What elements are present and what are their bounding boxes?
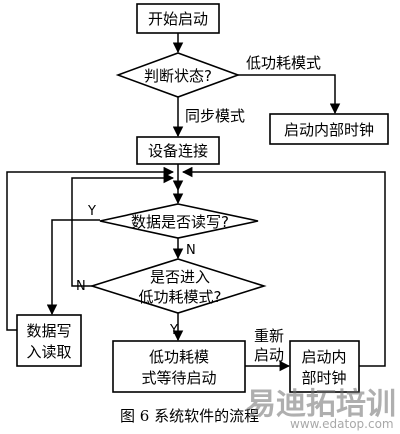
edge-label-restart-2: 启动 — [254, 346, 284, 364]
edge-clock2-loop — [181, 166, 386, 367]
node-judge-state: 判断状态? — [115, 52, 241, 98]
node-internal-clock-2: 启动内 部时钟 — [289, 340, 360, 393]
node-enter-low-power-label-2: 低功耗模式? — [139, 288, 222, 306]
edge-lowpower-no — [71, 172, 175, 287]
node-low-power-wait-label-1: 低功耗模 — [149, 348, 209, 366]
edge-label-yes: Y — [87, 204, 96, 219]
node-data-write: 数据写 入读取 — [16, 314, 82, 367]
node-judge-state-label: 判断状态? — [144, 67, 212, 85]
edge-label-restart-1: 重新 — [254, 327, 284, 345]
node-low-power-wait-label-2: 式等待启动 — [141, 369, 216, 387]
watermark-brand: 易迪拓培训 — [246, 387, 396, 422]
node-low-power-wait: 低功耗模 式等待启动 — [112, 340, 246, 393]
node-start-label: 开始启动 — [148, 10, 208, 28]
node-internal-clock-2-label-2: 部时钟 — [301, 369, 346, 387]
node-enter-low-power-label-1: 是否进入 — [150, 268, 210, 286]
node-data-write-label-1: 数据写 — [26, 322, 71, 340]
edge-label-sync-mode: 同步模式 — [185, 107, 245, 125]
node-device-connect: 设备连接 — [136, 136, 220, 165]
edge-label-no-2: N — [76, 279, 86, 294]
edge-datawrite-loop — [6, 166, 175, 331]
watermark-url: www.edatop.com — [290, 417, 394, 431]
edge-label-low-power-mode: 低功耗模式 — [246, 54, 321, 72]
node-data-rw-label: 数据是否读写? — [131, 213, 229, 231]
node-data-rw: 数据是否读写? — [99, 203, 259, 239]
node-start: 开始启动 — [136, 3, 220, 34]
edge-label-yes-2: Y — [169, 323, 178, 338]
edge-datarw-yes — [46, 219, 100, 316]
edge-label-no: N — [186, 243, 196, 258]
node-enter-low-power: 是否进入 低功耗模式? — [89, 258, 267, 314]
node-internal-clock-1: 启动内部时钟 — [269, 113, 389, 145]
node-internal-clock-2-label-1: 启动内 — [301, 348, 346, 366]
node-device-connect-label: 设备连接 — [148, 142, 208, 160]
node-internal-clock-1-label: 启动内部时钟 — [284, 121, 374, 139]
figure-caption: 图 6 系统软件的流程 — [120, 407, 259, 425]
node-data-write-label-2: 入读取 — [26, 343, 71, 361]
edge-judge-lowpower — [238, 74, 341, 115]
